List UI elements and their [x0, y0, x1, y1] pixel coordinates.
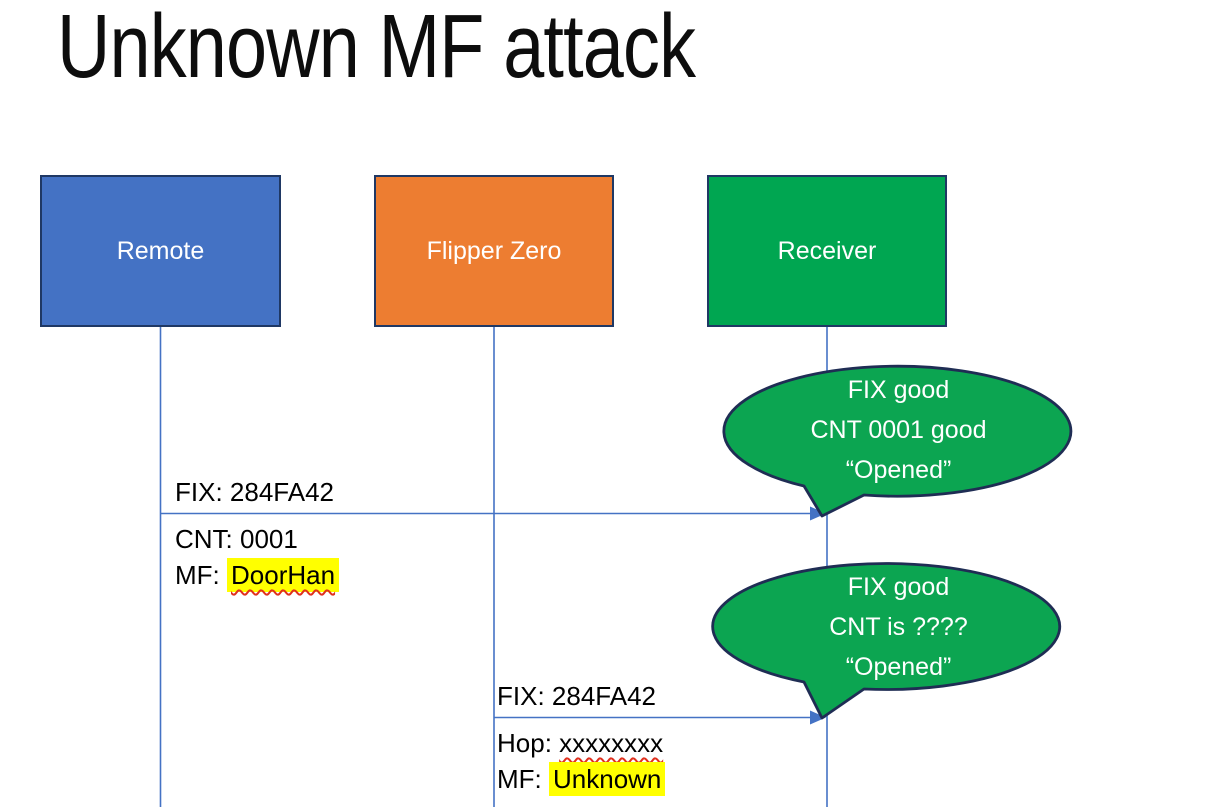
message1-mf-line: MF: DoorHan [175, 557, 340, 593]
message2-label-above: FIX: 284FA42 [497, 681, 656, 712]
message-arrows [160, 506, 826, 725]
message1-fix-text: FIX: 284FA42 [175, 477, 334, 507]
message1-cnt-prefix: CNT: [175, 524, 240, 554]
callout1-text: FIX good CNT 0001 good “Opened” [725, 367, 1072, 493]
actor-box-receiver: Receiver [707, 175, 947, 327]
message2-mf-prefix: MF: [497, 764, 549, 794]
slide-title: Unknown MF attack [57, 0, 696, 97]
message1-cnt-value: 0001 [240, 524, 298, 554]
callout1-line3: “Opened” [845, 456, 952, 484]
arrowhead-remote-to-receiver [810, 506, 826, 521]
message1-label-below: CNT: 0001 MF: DoorHan [175, 521, 340, 593]
message2-label-below: Hop: xxxxxxxx MF: Unknown [497, 725, 666, 797]
callout-bubbles [711, 364, 1073, 720]
callout2-line2: CNT is ???? [829, 613, 968, 641]
message2-mf-line: MF: Unknown [497, 761, 666, 797]
message2-hop-line: Hop: xxxxxxxx [497, 725, 665, 761]
arrowhead-flipper-to-receiver [810, 710, 826, 725]
callout2-text: FIX good CNT is ???? “Opened” [725, 565, 1072, 689]
callout1-line1: FIX good [847, 376, 950, 404]
message1-cnt-line: CNT: 0001 [175, 521, 339, 557]
message2-hop-value: xxxxxxxx [559, 728, 664, 758]
message1-mf-prefix: MF: [175, 560, 227, 590]
message2-hop-prefix: Hop: [497, 728, 560, 758]
message1-mf-value-highlighted: DoorHan [227, 558, 340, 592]
actor-label-remote: Remote [116, 236, 205, 265]
callout-bubble-2 [711, 562, 1062, 720]
callout1-line2: CNT 0001 good [810, 416, 987, 444]
actor-label-flipper-zero: Flipper Zero [426, 236, 562, 265]
message1-label-above: FIX: 284FA42 [175, 477, 334, 508]
actor-box-remote: Remote [40, 175, 281, 327]
actor-box-flipper-zero: Flipper Zero [374, 175, 614, 327]
actor-label-receiver: Receiver [777, 236, 877, 265]
message2-mf-value-highlighted: Unknown [549, 762, 666, 796]
callout2-line1: FIX good [847, 573, 950, 601]
callout-bubble-1 [722, 364, 1073, 518]
callout2-line3: “Opened” [845, 653, 952, 681]
message2-fix-text: FIX: 284FA42 [497, 681, 656, 711]
